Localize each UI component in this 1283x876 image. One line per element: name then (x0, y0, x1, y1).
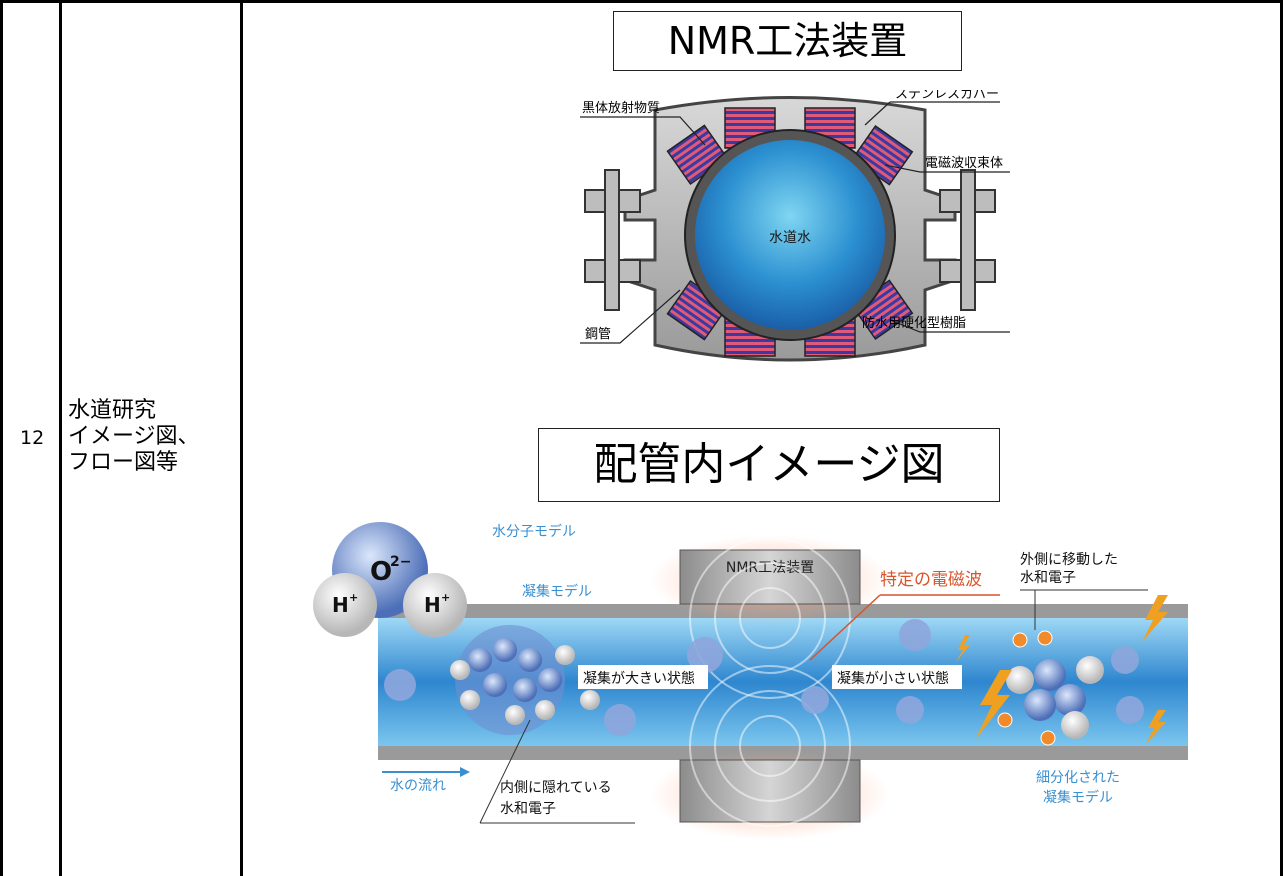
resin-label: 防水用硬化型樹脂 (862, 315, 966, 331)
small-aggregate-cluster (1006, 656, 1104, 739)
column-divider-1 (59, 0, 62, 876)
oxygen-charge: 2− (390, 554, 411, 570)
subdivided-label-1: 細分化された (1036, 770, 1120, 786)
water-molecule-model-label: 水分子モデル (492, 523, 576, 540)
aggregate-model-label: 凝集モデル (522, 583, 592, 600)
hydrogen-right-charge: + (441, 591, 450, 604)
em-wave-label: 特定の電磁波 (880, 570, 982, 590)
table-right-border (1280, 0, 1283, 876)
subdivided-label-2: 凝集モデル (1043, 789, 1113, 806)
device-diagram-title: NMR工法装置 (613, 11, 962, 71)
large-state-label: 凝集が大きい状態 (583, 670, 695, 687)
steel-pipe-label: 鋼管 (585, 327, 611, 342)
hidden-electrons-label-1: 内側に隠れている (500, 780, 612, 796)
device-label: NMR工法装置 (726, 560, 814, 576)
water-flow-label: 水の流れ (390, 778, 446, 794)
black-body-label: 黒体放射物質 (582, 100, 660, 116)
small-state-label: 凝集が小さい状態 (837, 670, 949, 687)
em-converger-label: 電磁波収束体 (925, 156, 1003, 171)
column-divider-2 (240, 0, 243, 876)
hydrogen-left-charge: + (349, 591, 358, 604)
large-aggregate-cluster (450, 625, 600, 735)
nmr-device-diagram: 水道水 黒体放射物質 ステンレスカバー 電磁波収束体 鋼管 防水用硬化型樹脂 (580, 90, 1010, 362)
tap-water-label: 水道水 (769, 230, 811, 246)
oxygen-symbol: O (370, 557, 392, 587)
table-left-border (0, 0, 3, 876)
hydrogen-right-symbol: H (424, 593, 441, 617)
outward-electrons-label-2: 水和電子 (1020, 570, 1076, 586)
pipe-diagram-title: 配管内イメージ図 (538, 428, 1000, 502)
hidden-electrons-label-2: 水和電子 (500, 801, 556, 817)
outward-electrons-label-1: 外側に移動した (1020, 552, 1118, 568)
table-top-border (0, 0, 1283, 3)
row-label: 水道研究 イメージ図、 フロー図等 (68, 398, 200, 475)
row-number: 12 (20, 427, 45, 449)
hydrogen-left-symbol: H (332, 593, 349, 617)
pipe-internal-diagram: NMR工法装置 O 2− H + H + 水分子モデル 凝集モデル (313, 522, 1188, 840)
stainless-cover-label: ステンレスカバー (895, 90, 999, 102)
